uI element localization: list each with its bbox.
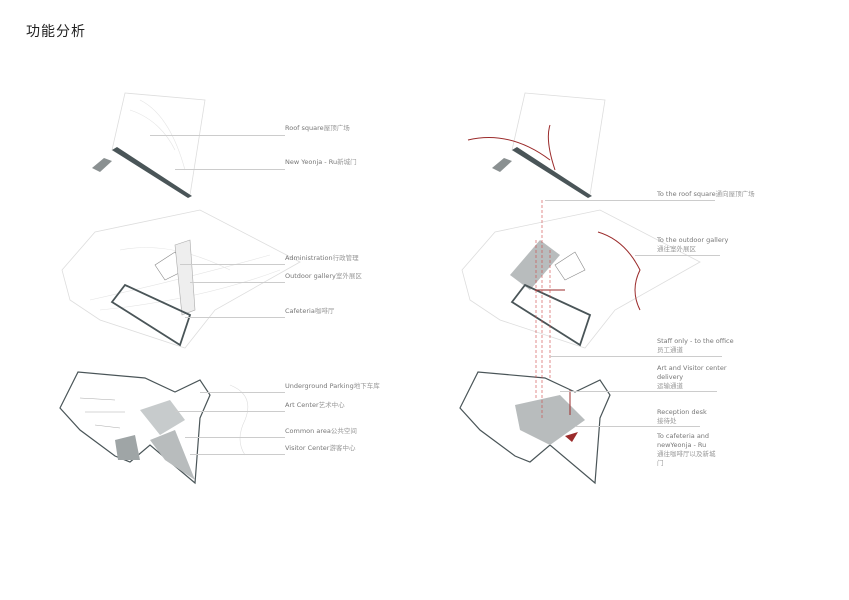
- label-new-yeonja-ru: New Yeonja - Ru新城门: [285, 158, 357, 166]
- label-art-center: Art Center艺术中心: [285, 401, 345, 409]
- new-yeonja-ru-wall: [112, 147, 192, 198]
- common-area: [150, 430, 195, 480]
- cafeteria-outline: [110, 283, 192, 347]
- middle-floor-plan: [61, 209, 301, 349]
- label-administration: Administration行政管理: [285, 254, 359, 262]
- vertical-circulation: [535, 200, 551, 420]
- basement-ramp: [229, 384, 249, 456]
- visitor-center-area: [115, 435, 140, 460]
- entry-arrow: [565, 432, 578, 442]
- left-function-stack: [59, 92, 301, 485]
- label-underground-parking: Underground Parking地下车库: [285, 382, 380, 390]
- circulation-paths: [467, 124, 641, 415]
- label-outdoor-gallery: Outdoor gallery室外展区: [285, 272, 362, 280]
- art-center-area: [140, 400, 185, 435]
- basement-parking: [79, 397, 125, 429]
- label-common-area: Common area公共空间: [285, 427, 357, 435]
- label-visitor-center: Visitor Center游客中心: [285, 444, 356, 452]
- roof-plan: [111, 92, 206, 196]
- outdoor-gallery-wall: [174, 239, 196, 316]
- label-roof-square: Roof square屋顶广场: [285, 124, 350, 132]
- gate-block: [92, 158, 112, 172]
- page-title: 功能分析: [26, 24, 86, 40]
- basement-plan: [59, 371, 211, 485]
- right-circulation-stack: [459, 92, 701, 485]
- label-cafeteria: Cafeteria咖啡厅: [285, 307, 335, 315]
- roof-curves: [129, 99, 186, 171]
- label-to-roof-square: To the roof square通向屋顶广场: [657, 190, 755, 198]
